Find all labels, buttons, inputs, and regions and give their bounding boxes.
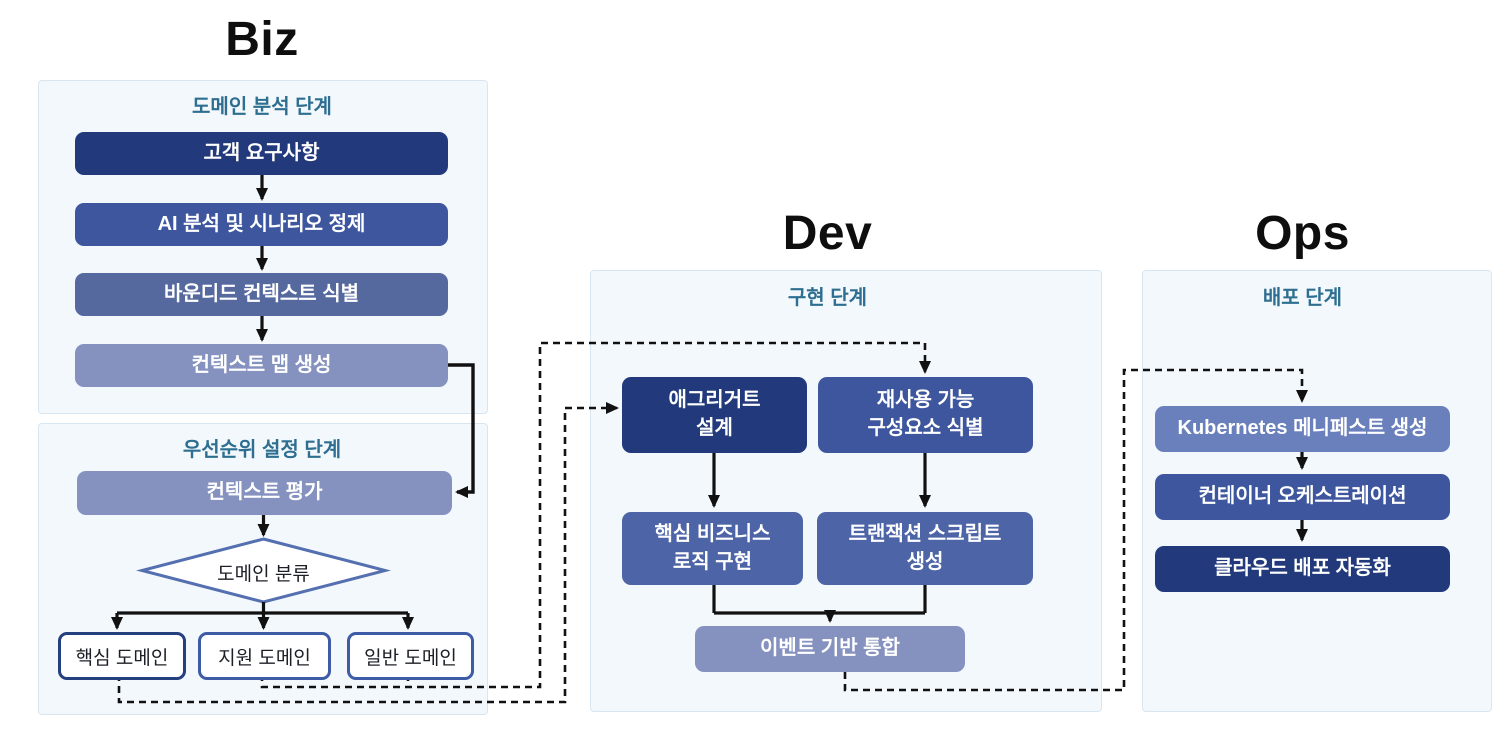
node-label: AI 분석 및 시나리오 정제 (157, 212, 366, 235)
node-label-line1: 트랜잭션 스크립트 (848, 522, 1002, 545)
node-transaction-script: 트랜잭션 스크립트 생성 (817, 512, 1033, 585)
outcome-core-domain: 핵심 도메인 (58, 632, 186, 680)
node-context-evaluation: 컨텍스트 평가 (77, 471, 452, 515)
node-cloud-deploy-automation: 클라우드 배포 자동화 (1155, 546, 1450, 592)
node-reusable-components: 재사용 가능 구성요소 식별 (818, 377, 1033, 453)
node-label: 클라우드 배포 자동화 (1214, 557, 1391, 580)
node-aggregate-design: 애그리거트 설계 (622, 377, 807, 453)
node-label: 바운디드 컨텍스트 식별 (163, 282, 360, 305)
panel-title-deployment: 배포 단계 (1262, 287, 1343, 309)
lane-title-dev: Dev (782, 207, 873, 260)
panel-title-domain-analysis: 도메인 분석 단계 (192, 96, 332, 118)
node-label: 컨테이너 오케스트레이션 (1198, 485, 1407, 508)
outcome-support-domain: 지원 도메인 (198, 632, 331, 680)
node-label-line2: 생성 (906, 550, 944, 573)
node-label: Kubernetes 메니페스트 생성 (1177, 417, 1428, 440)
lane-title-ops: Ops (1255, 207, 1350, 260)
panel-title-priority-setting: 우선순위 설정 단계 (182, 439, 342, 461)
panel-title-implementation: 구현 단계 (787, 287, 868, 309)
node-context-map-generate: 컨텍스트 맵 생성 (75, 344, 448, 387)
node-label-line1: 재사용 가능 (876, 389, 975, 412)
node-label: 컨텍스트 평가 (206, 481, 323, 504)
node-kubernetes-manifest: Kubernetes 메니페스트 생성 (1155, 406, 1450, 452)
node-container-orchestration: 컨테이너 오케스트레이션 (1155, 474, 1450, 520)
node-bounded-context-identify: 바운디드 컨텍스트 식별 (75, 273, 448, 316)
node-label-line2: 구성요소 식별 (867, 417, 984, 439)
outcome-generic-domain: 일반 도메인 (347, 632, 474, 680)
node-label-line1: 애그리거트 (668, 389, 761, 412)
node-event-based-integration: 이벤트 기반 통합 (695, 626, 965, 672)
node-label-line1: 핵심 비즈니스 (654, 522, 771, 545)
node-customer-requirements: 고객 요구사항 (75, 132, 448, 175)
outcome-label: 지원 도메인 (218, 647, 311, 669)
node-label: 이벤트 기반 통합 (760, 637, 900, 660)
node-core-business-logic: 핵심 비즈니스 로직 구현 (622, 512, 803, 585)
node-ai-analysis-scenario: AI 분석 및 시나리오 정제 (75, 203, 448, 246)
lane-title-biz: Biz (225, 13, 299, 66)
node-label: 고객 요구사항 (203, 141, 320, 164)
outcome-label: 핵심 도메인 (75, 647, 169, 669)
decision-domain-classification: 도메인 분류 (217, 564, 310, 585)
outcome-label: 일반 도메인 (364, 647, 457, 669)
node-label-line2: 설계 (696, 417, 733, 439)
node-label: 컨텍스트 맵 생성 (191, 353, 332, 376)
node-label-line2: 로직 구현 (672, 550, 753, 573)
